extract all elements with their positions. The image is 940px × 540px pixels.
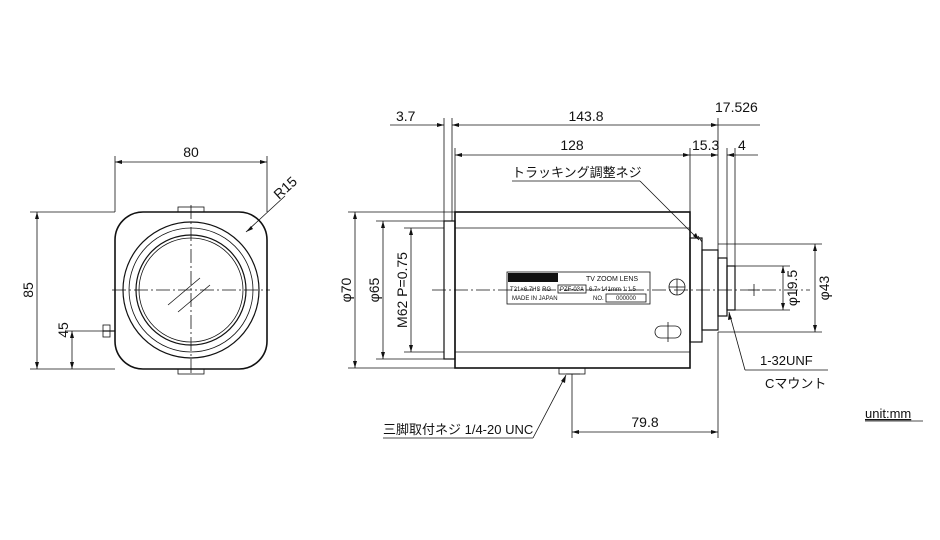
dim-label-3-7: 3.7	[396, 108, 416, 124]
nameplate-model-box	[557, 284, 587, 294]
dim-label-45: 45	[55, 322, 71, 338]
tracking-screw-mark	[697, 235, 703, 243]
dim-label-143-8: 143.8	[568, 108, 603, 124]
nameplate-serial: 000000	[616, 296, 637, 302]
dim-label-128: 128	[560, 137, 584, 153]
dim-label-m62: M62 P=0.75	[394, 252, 410, 328]
dim-label-4: 4	[738, 137, 746, 153]
nameplate-spec: 6.7~141mm 1:1.5	[589, 287, 637, 293]
front-view: 80 85 45 R15	[20, 144, 300, 375]
nameplate: TV ZOOM LENS T21×6.7HS RG PZF-03A 6.7~14…	[506, 271, 651, 305]
glass-reflection-1	[167, 277, 201, 306]
leader-c-mount	[728, 311, 746, 371]
dim-label-17-526: 17.526	[715, 99, 758, 115]
top-tab	[177, 206, 205, 213]
dim-label-85: 85	[20, 282, 36, 298]
nameplate-title: TV ZOOM LENS	[586, 276, 638, 283]
callout-tracking-screw: トラッキング調整ネジ	[512, 165, 642, 180]
leader-r15	[245, 195, 286, 233]
nameplate-made-in: MADE IN JAPAN	[512, 296, 558, 302]
dim-label-phi19-5: φ19.5	[784, 270, 800, 307]
nameplate-black-band	[508, 273, 558, 282]
callout-c-mount: Cマウント	[765, 376, 826, 391]
side-view: TV ZOOM LENS T21×6.7HS RG PZF-03A 6.7~14…	[338, 99, 832, 439]
dim-label-phi70: φ70	[338, 277, 354, 302]
unit-label: unit:mm	[865, 406, 911, 421]
callout-tripod-screw: 三脚取付ネジ 1/4-20 UNC	[383, 422, 533, 437]
tripod-mount	[177, 368, 205, 375]
dim-label-phi65: φ65	[366, 277, 382, 302]
nameplate-model-line: T21×6.7HS RG	[510, 287, 552, 293]
nameplate-serial-box	[605, 293, 647, 303]
dim-label-15-3: 15.3	[692, 137, 719, 153]
callout-thread: 1-32UNF	[760, 353, 813, 368]
nameplate-model: PZF-03A	[560, 287, 584, 293]
c-mount-thread	[726, 265, 736, 311]
dim-label-80: 80	[183, 144, 199, 160]
nameplate-frame	[506, 271, 651, 305]
tripod-boss	[558, 367, 586, 375]
glass-reflection-2	[177, 284, 211, 313]
leader-tripod	[532, 374, 567, 439]
leader-tracking	[639, 180, 700, 241]
dim-label-phi43: φ43	[816, 275, 832, 300]
nameplate-no-label: NO.	[593, 296, 604, 302]
dim-label-79-8: 79.8	[631, 414, 658, 430]
c-mount-flange	[717, 257, 728, 317]
dim-label-r15: R15	[270, 173, 300, 202]
